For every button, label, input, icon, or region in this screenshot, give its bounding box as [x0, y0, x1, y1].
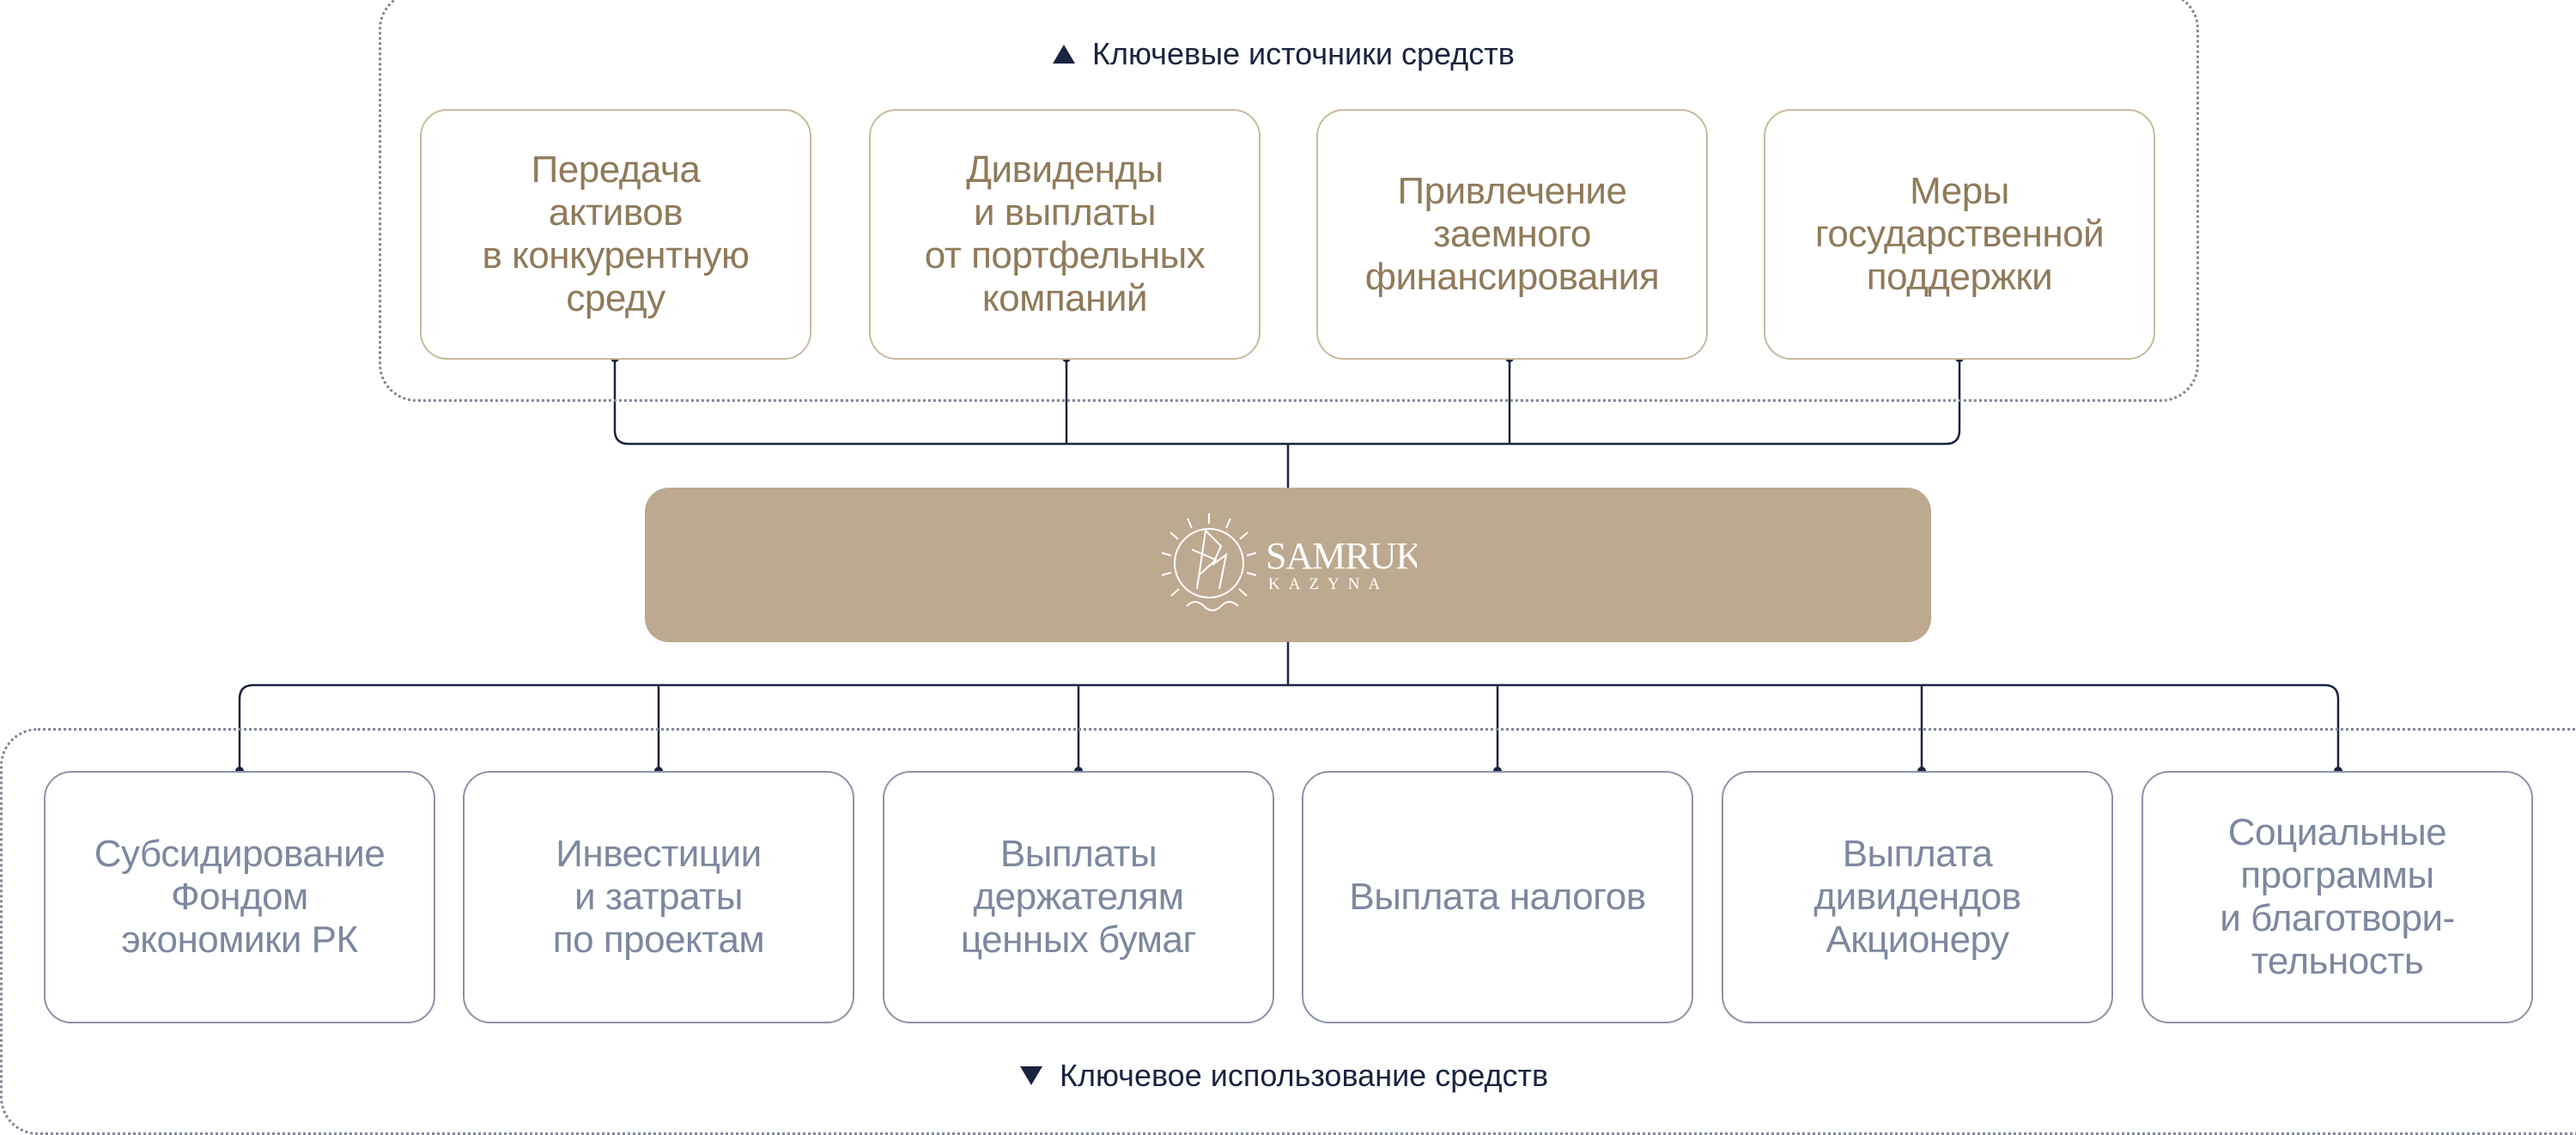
- brand-subname: KAZYNA: [1268, 575, 1388, 593]
- source-card-label: Передача активов в конкурентную среду: [482, 149, 750, 319]
- use-card-social-programs: Социальные программы и благотвори- тельн…: [2142, 771, 2533, 1023]
- uses-title-text: Ключевое использование средств: [1060, 1058, 1549, 1093]
- source-card-label: Дивиденды и выплаты от портфельных компа…: [924, 149, 1206, 319]
- use-card-label: Выплата дивидендов Акционеру: [1814, 833, 2021, 961]
- hub-bar: [645, 488, 1931, 642]
- source-card-borrowing: Привлечение заемного финансирования: [1316, 109, 1708, 360]
- use-card-label: Социальные программы и благотвори- тельн…: [2220, 811, 2455, 982]
- brand-name: SAMRUK: [1266, 535, 1417, 577]
- use-card-label: Выплаты держателям ценных бумаг: [960, 833, 1197, 961]
- sources-title-text: Ключевые источники средств: [1092, 36, 1515, 71]
- use-card-securities-payments: Выплаты держателям ценных бумаг: [883, 771, 1274, 1023]
- use-card-subsidies: Субсидирование Фондом экономики РК: [44, 771, 435, 1023]
- use-card-taxes: Выплата налогов: [1302, 771, 1693, 1023]
- use-card-label: Субсидирование Фондом экономики РК: [94, 833, 386, 961]
- source-card-label: Меры государственной поддержки: [1814, 170, 2105, 298]
- samruk-kazyna-logo: SAMRUK KAZYNA: [1161, 513, 1417, 611]
- use-card-dividends-shareholder: Выплата дивидендов Акционеру: [1722, 771, 2113, 1023]
- triangle-up-icon: [1053, 45, 1075, 64]
- sources-title: Ключевые источники средств: [1053, 36, 1515, 72]
- use-card-label: Выплата налогов: [1349, 876, 1646, 918]
- bird-emblem-icon: [1161, 513, 1257, 611]
- use-card-investments: Инвестиции и затраты по проектам: [463, 771, 854, 1023]
- use-card-label: Инвестиции и затраты по проектам: [552, 833, 765, 961]
- uses-title: Ключевое использование средств: [1020, 1058, 1548, 1094]
- source-card-dividends: Дивиденды и выплаты от портфельных компа…: [869, 109, 1261, 360]
- sources-group: [379, 0, 2199, 402]
- source-card-asset-transfer: Передача активов в конкурентную среду: [420, 109, 811, 360]
- triangle-down-icon: [1020, 1066, 1042, 1085]
- source-card-state-support: Меры государственной поддержки: [1764, 109, 2155, 360]
- source-card-label: Привлечение заемного финансирования: [1364, 170, 1660, 298]
